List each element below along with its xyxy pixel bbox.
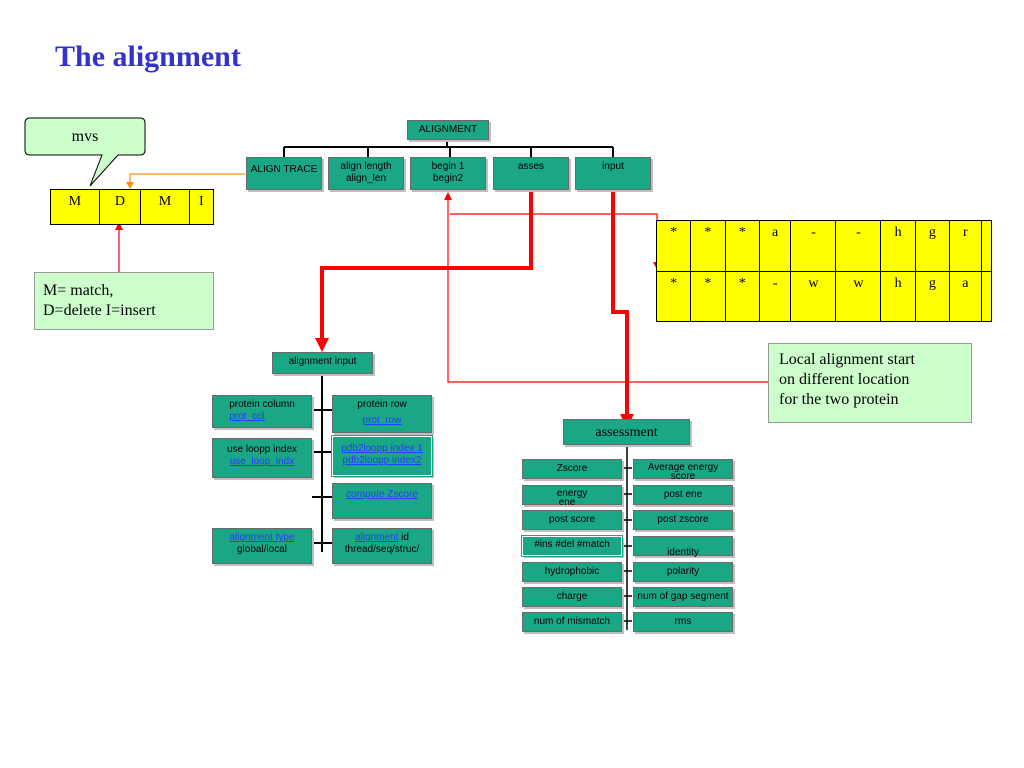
thread-seq-struc-label: thread/seq/struc/ <box>344 544 420 555</box>
asses-node: asses <box>493 157 569 190</box>
energy-node: energy ene <box>522 485 622 508</box>
seq-cell: * <box>724 270 760 322</box>
prot-col-link[interactable]: prot_col <box>229 411 265 422</box>
legend-line-1: M= match, <box>43 282 114 299</box>
seq-cell: g <box>914 270 951 322</box>
alignment-type-node: alignment type global/local <box>212 528 312 564</box>
energy-label: energy <box>556 488 588 499</box>
seq-cell: - <box>758 270 792 322</box>
sequence-grid: * * * a - - h g r * * * - w w h g a <box>655 220 993 322</box>
seq-cell <box>980 270 993 322</box>
polarity-node: polarity <box>633 562 733 582</box>
mdmi-cell: M <box>140 189 190 225</box>
alignment-type-link[interactable]: alignment type <box>229 532 295 543</box>
compute-zscore-node: compute Zscore <box>332 483 432 519</box>
protein-column-node: protein column prot_col <box>212 395 312 428</box>
seq-cell: w <box>790 270 837 322</box>
protein-row-node: protein row prot_row <box>332 395 432 433</box>
note-line: on different location <box>779 371 910 388</box>
seq-cell: h <box>880 270 916 322</box>
note-line: Local alignment start <box>779 351 915 368</box>
begin1-label: begin 1 <box>431 161 465 172</box>
pdb2loopp-index-node: pdb2loopp index 1 pdb2loopp index2 <box>331 435 433 477</box>
alignment-root-node: ALIGNMENT <box>407 120 489 140</box>
score-label: score <box>670 471 696 482</box>
hydrophobic-node: hydrophobic <box>522 562 622 582</box>
post-ene-node: post ene <box>633 485 733 505</box>
pdb2loopp-index2-link[interactable]: pdb2loopp index2 <box>342 455 422 466</box>
zscore-node: Zscore <box>522 459 622 479</box>
alignment-id-node: alignment id thread/seq/struc/ <box>332 528 432 564</box>
ins-del-match-node: #ins #del #match <box>521 535 623 557</box>
num-of-mismatch-node: num of mismatch <box>522 612 622 632</box>
seq-cell: * <box>655 220 692 272</box>
protein-row-label: protein row <box>357 399 407 410</box>
mvs-callout-label: mvs <box>71 128 99 145</box>
pdb2loopp-index1-link[interactable]: pdb2loopp index 1 <box>341 443 423 454</box>
compute-link[interactable]: compute <box>346 489 385 500</box>
use-loop-indx-link[interactable]: use_loop_indx <box>229 456 295 467</box>
assessment-header: assessment <box>563 419 690 445</box>
post-score-node: post score <box>522 510 622 530</box>
seq-cell: * <box>690 220 726 272</box>
average-energy-score-node: Average energy score <box>633 459 733 482</box>
align-len-label: align_len <box>345 173 387 184</box>
seq-cell: g <box>914 220 951 272</box>
seq-cell: * <box>655 270 692 322</box>
align-trace-node: ALIGN TRACE <box>246 157 322 190</box>
legend-line-2: D=delete I=insert <box>43 302 156 319</box>
id-label: id <box>398 532 409 543</box>
input-node: input <box>575 157 651 190</box>
seq-cell: a <box>758 220 792 272</box>
alignment-input-header: alignment input <box>272 352 373 374</box>
begin2-label: begin2 <box>432 173 464 184</box>
mdmi-cell: D <box>98 189 142 225</box>
rms-node: rms <box>633 612 733 632</box>
mdmi-cell: M <box>50 189 100 225</box>
page-title: The alignment <box>55 40 241 73</box>
seq-cell: r <box>949 220 982 272</box>
align-length-node: align length align_len <box>328 157 404 190</box>
align-length-label: align length <box>340 161 392 172</box>
post-zscore-node: post zscore <box>633 510 733 530</box>
seq-cell: h <box>880 220 916 272</box>
seq-cell: * <box>690 270 726 322</box>
begin-node: begin 1 begin2 <box>410 157 486 190</box>
seq-cell <box>980 220 993 272</box>
use-loopp-index-label: use loopp index <box>226 444 298 455</box>
identity-node: identity <box>633 536 733 558</box>
note-line: for the two protein <box>779 391 899 408</box>
prot-row-link[interactable]: prot_row <box>362 415 402 426</box>
mdmi-cell: I <box>188 189 215 225</box>
global-local-label: global/local <box>236 544 288 555</box>
use-loopp-index-node: use loopp index use_loop_indx <box>212 438 312 478</box>
zscore-link[interactable]: Zscore <box>384 489 418 500</box>
protein-column-label: protein column <box>229 399 295 410</box>
num-of-gap-segment-node: num of gap segment <box>633 587 733 607</box>
ene-label: ene <box>558 497 576 508</box>
seq-cell: - <box>790 220 837 272</box>
local-alignment-note: Local alignment start on different locat… <box>768 343 972 423</box>
charge-node: charge <box>522 587 622 607</box>
seq-cell: a <box>949 270 982 322</box>
seq-cell: * <box>724 220 760 272</box>
average-energy-label: Average energy <box>647 462 719 473</box>
alignment-id-link[interactable]: alignment <box>355 532 399 543</box>
seq-cell: w <box>835 270 882 322</box>
mdmi-table: M D M I <box>50 189 215 225</box>
seq-cell: - <box>835 220 882 272</box>
legend-note: M= match, D=delete I=insert <box>34 272 214 330</box>
